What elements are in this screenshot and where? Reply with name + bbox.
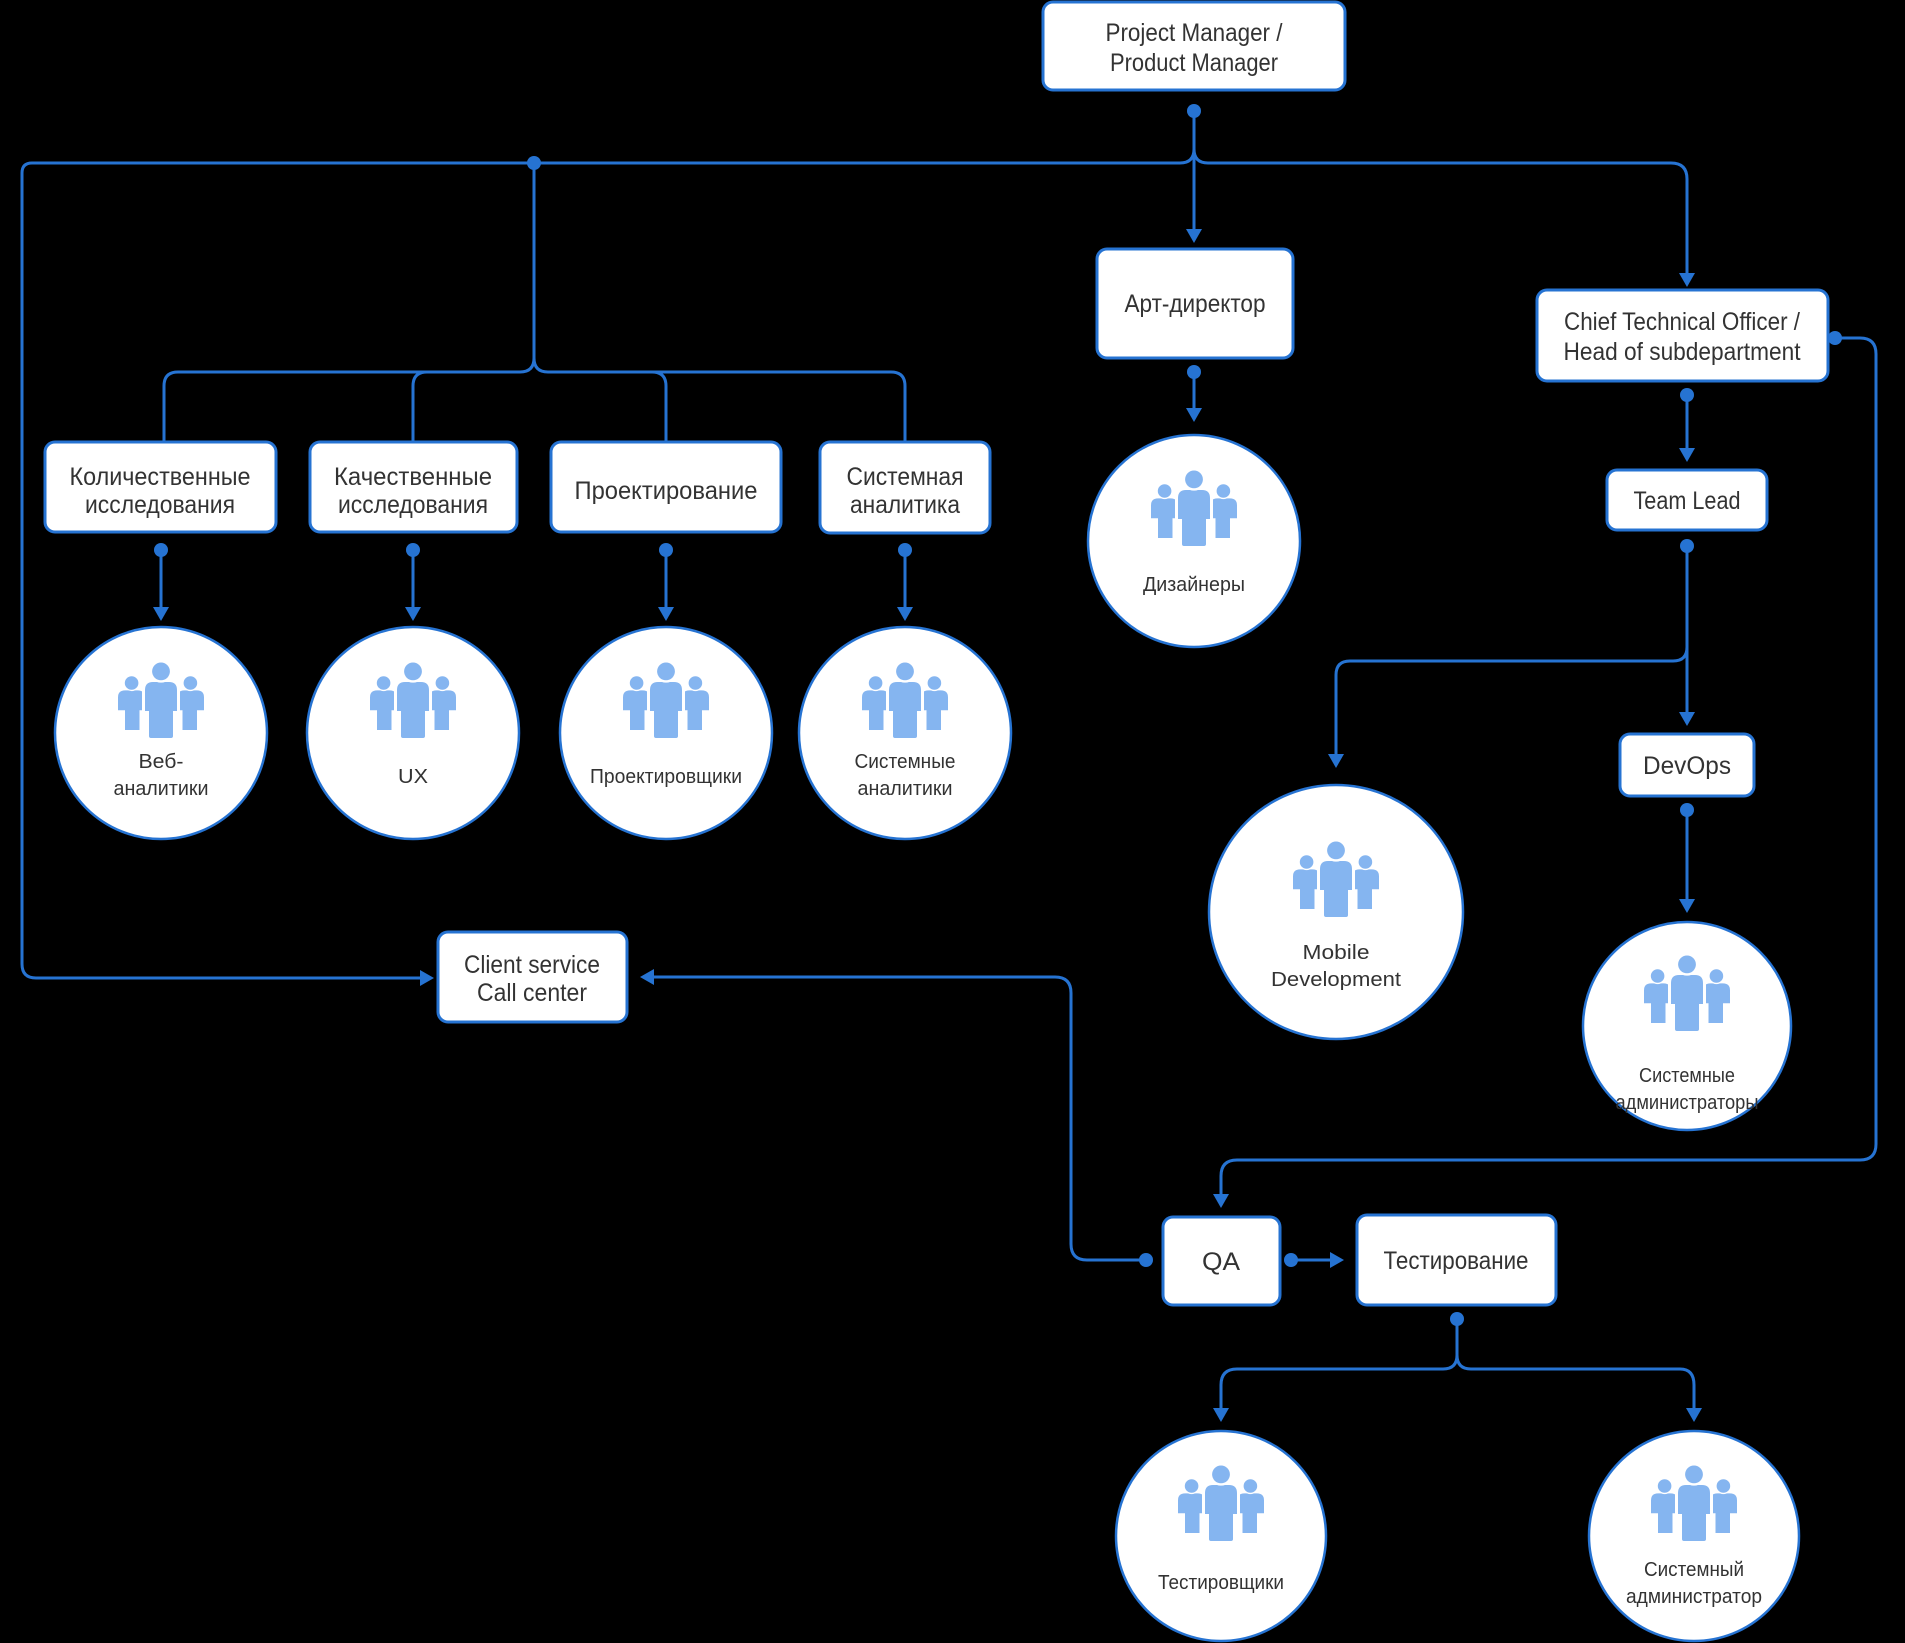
svg-text:Проектирование: Проектирование (575, 477, 758, 505)
svg-text:Системные: Системные (1639, 1065, 1735, 1087)
svg-text:DevOps: DevOps (1643, 752, 1731, 780)
svg-text:Системная: Системная (847, 463, 964, 491)
svg-text:Системный: Системный (1644, 1559, 1744, 1581)
svg-text:QA: QA (1202, 1248, 1240, 1276)
svg-text:Тестирование: Тестирование (1384, 1247, 1529, 1275)
svg-text:Development: Development (1271, 969, 1401, 991)
svg-text:администраторы: администраторы (1616, 1092, 1759, 1114)
svg-text:Веб-: Веб- (139, 751, 184, 773)
svg-text:аналитики: аналитики (858, 778, 953, 800)
svg-text:аналитика: аналитика (850, 491, 960, 519)
svg-text:Качественные: Качественные (334, 463, 492, 491)
svg-text:Project Manager /: Project Manager / (1106, 19, 1283, 47)
svg-text:Тестировщики: Тестировщики (1158, 1572, 1284, 1594)
svg-text:Арт-директор: Арт-директор (1125, 290, 1266, 318)
svg-text:Chief Technical Officer /: Chief Technical Officer / (1564, 308, 1800, 336)
svg-text:Team Lead: Team Lead (1634, 487, 1741, 515)
svg-text:Client service: Client service (464, 951, 600, 979)
svg-text:UX: UX (398, 766, 428, 788)
svg-text:Head of subdepartment: Head of subdepartment (1564, 338, 1801, 366)
svg-text:исследования: исследования (85, 491, 235, 519)
svg-text:Mobile: Mobile (1303, 942, 1370, 964)
svg-text:аналитики: аналитики (114, 778, 209, 800)
svg-text:Дизайнеры: Дизайнеры (1143, 574, 1245, 596)
svg-text:Call center: Call center (477, 979, 587, 1007)
svg-text:Проектировщики: Проектировщики (590, 766, 742, 788)
svg-text:исследования: исследования (338, 491, 488, 519)
svg-text:Системные: Системные (855, 751, 956, 773)
svg-text:администратор: администратор (1626, 1586, 1762, 1608)
svg-text:Количественные: Количественные (70, 463, 251, 491)
svg-text:Product Manager: Product Manager (1110, 49, 1278, 77)
